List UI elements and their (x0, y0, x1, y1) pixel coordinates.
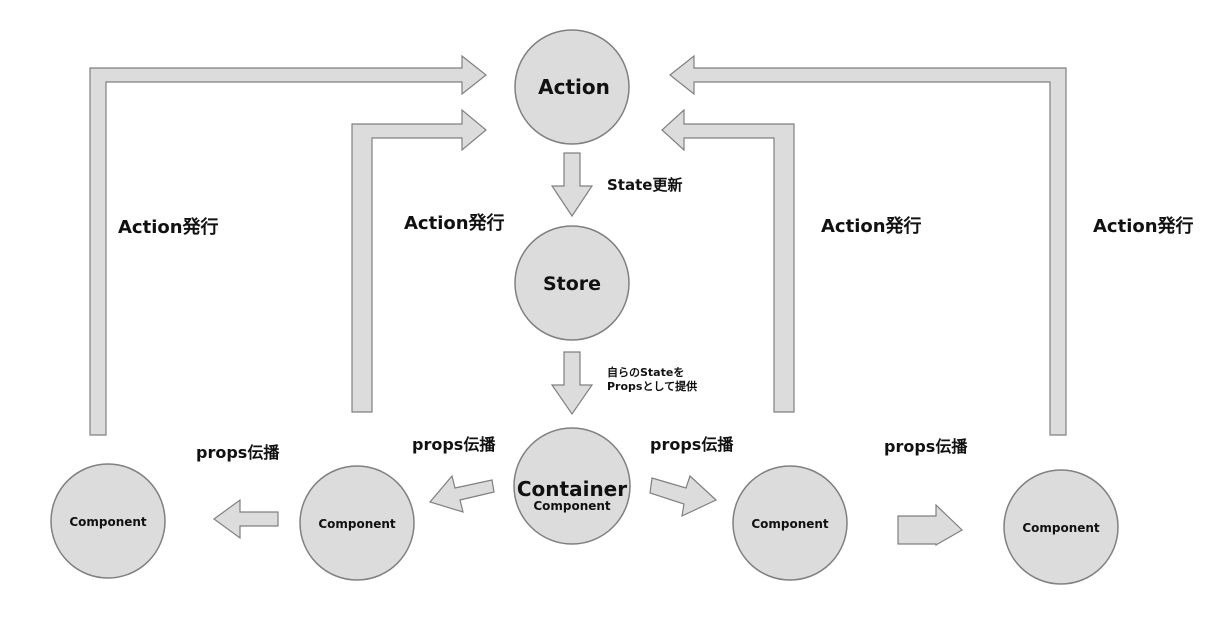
component-node-right: Component (732, 465, 848, 581)
action-issue-label-right: Action発行 (821, 215, 922, 237)
left-to-far-left-component-arrow (212, 498, 279, 540)
right-to-far-right-component-arrow (897, 503, 963, 547)
container-node-title: Container (517, 477, 627, 501)
action-to-store-arrow (550, 152, 594, 218)
component-node-label: Component (1022, 521, 1100, 535)
component-node-far-right: Component (1003, 469, 1119, 585)
state-update-label: State更新 (607, 176, 682, 194)
store-to-container-label-line1: 自らのStateを (607, 365, 684, 379)
action-node-label: Action (538, 75, 610, 99)
container-component-node: Container Component (513, 427, 631, 545)
action-node: Action (514, 29, 630, 145)
component-node-label: Component (751, 517, 829, 531)
container-to-left-component-arrow (428, 474, 495, 513)
props-propagation-label-right: props伝播 (650, 435, 734, 454)
component-node-far-left: Component (50, 463, 166, 579)
props-propagation-label-left: props伝播 (412, 435, 496, 454)
action-issue-label-far-left: Action発行 (118, 216, 219, 238)
store-node: Store (514, 225, 630, 341)
component-node-label: Component (69, 515, 147, 529)
action-issue-label-far-right: Action発行 (1093, 215, 1194, 237)
component-node-label: Component (318, 517, 396, 531)
props-propagation-label-far-right: props伝播 (884, 437, 968, 456)
action-issue-label-left: Action発行 (404, 212, 505, 234)
store-to-container-arrow (550, 351, 594, 416)
component-node-left: Component (299, 465, 415, 581)
container-to-right-component-arrow (649, 474, 718, 518)
store-node-label: Store (543, 273, 601, 295)
store-to-container-label-line2: Propsとして提供 (607, 379, 697, 393)
far-right-feedback-arrow (669, 54, 1067, 436)
container-node-subtitle: Component (533, 499, 611, 513)
far-left-feedback-arrow (89, 54, 487, 436)
props-propagation-label-far-left: props伝播 (196, 443, 280, 462)
left-feedback-arrow (351, 108, 487, 413)
right-feedback-arrow (661, 108, 795, 413)
